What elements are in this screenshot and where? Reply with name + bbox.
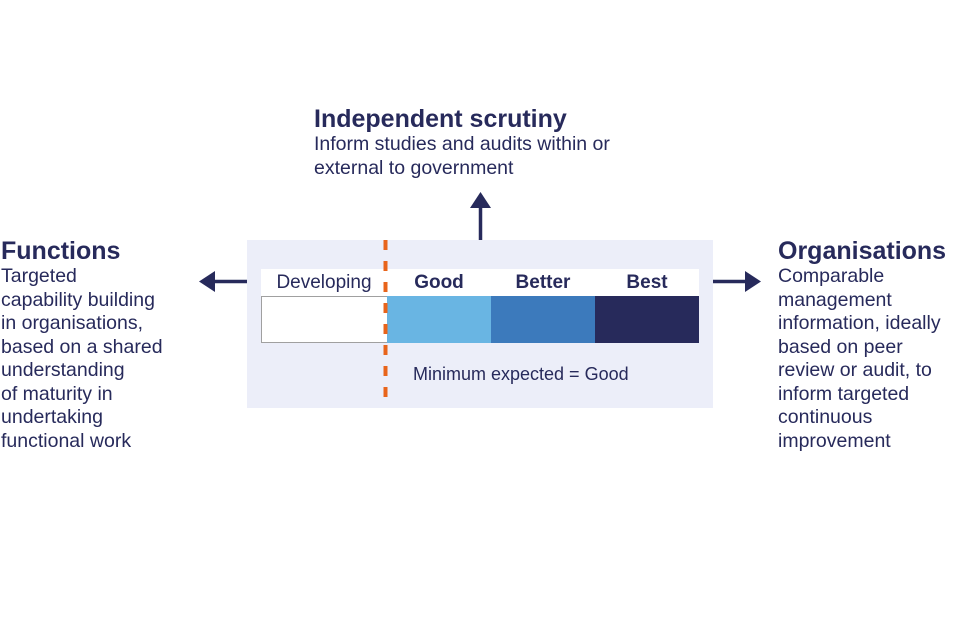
level-label-row — [261, 269, 699, 296]
minimum-expected-label: Minimum expected = Good — [413, 364, 629, 384]
organisations-block: Organisations Comparable management info… — [778, 237, 946, 453]
level-segment-best — [595, 296, 699, 343]
organisations-description: Comparable management information, ideal… — [778, 265, 941, 452]
level-label-developing: Developing — [276, 272, 372, 293]
level-segment-developing — [261, 296, 387, 343]
level-label-best: Best — [626, 272, 668, 293]
arrow-up-icon — [470, 192, 491, 240]
independent-scrutiny-title: Independent scrutiny — [314, 105, 567, 133]
organisations-title: Organisations — [778, 237, 947, 265]
arrow-right-icon — [713, 271, 761, 292]
arrow-left-icon — [199, 271, 247, 292]
level-label-better: Better — [515, 272, 571, 293]
independent-scrutiny-block: Independent scrutiny Inform studies and … — [314, 105, 610, 180]
independent-scrutiny-description: Inform studies and audits within or exte… — [314, 133, 610, 179]
functions-title: Functions — [1, 237, 121, 265]
functions-description: Targeted capability building in organisa… — [1, 265, 163, 452]
level-segment-better — [491, 296, 595, 343]
level-label-good: Good — [414, 272, 464, 293]
level-segment-good — [387, 296, 491, 343]
functions-block: Functions Targeted capability building i… — [1, 237, 163, 453]
